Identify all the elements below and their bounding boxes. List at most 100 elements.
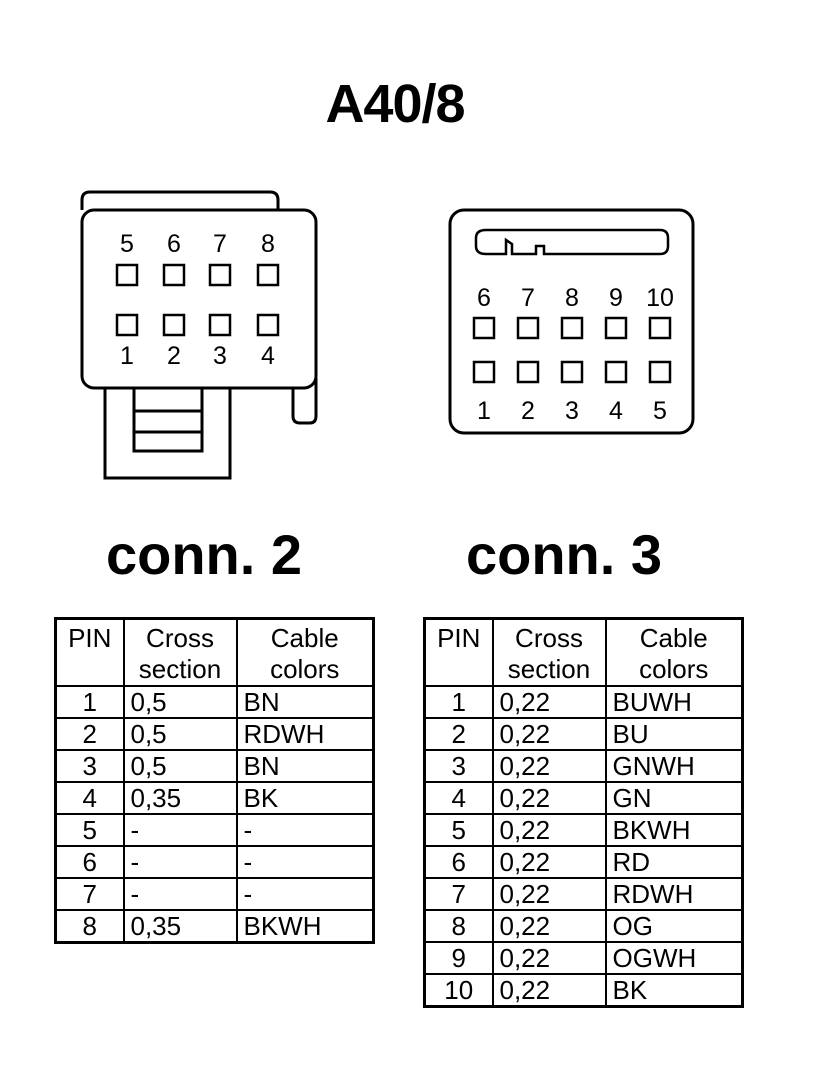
column-header-text: Cable	[639, 623, 708, 653]
cable-color-cell: RDWH	[235, 717, 375, 751]
column-header-text: PIN	[437, 623, 481, 653]
pin-number-label: 8	[565, 284, 579, 312]
cable-color-cell: BK	[604, 973, 744, 1008]
cross-section-cell: -	[122, 813, 238, 847]
pin-number-cell: 9	[423, 941, 494, 975]
cable-color-cell: -	[235, 845, 375, 879]
cross-section-cell: 0,5	[122, 717, 238, 751]
table-row: 7--	[54, 877, 375, 911]
cross-section-cell: -	[122, 845, 238, 879]
pin-cavity	[472, 360, 496, 384]
cable-color-cell: RDWH	[604, 877, 744, 911]
pin-number-cell: 7	[423, 877, 494, 911]
cable-color-cell: -	[235, 877, 375, 911]
pin-number-cell: 3	[423, 749, 494, 783]
cable-color-cell: RD	[604, 845, 744, 879]
cable-color-cell: GNWH	[604, 749, 744, 783]
pin-cavity	[516, 316, 540, 340]
column-header-text: Cross	[146, 623, 214, 653]
column-header-text: PIN	[68, 623, 112, 653]
cross-section-cell: 0,5	[122, 749, 238, 783]
pin-number-label: 5	[120, 230, 134, 258]
pin-cavity	[162, 263, 186, 287]
pin-cavity	[472, 316, 496, 340]
pin-cavity	[208, 313, 232, 337]
pin-number-label: 1	[120, 342, 134, 370]
cross-section-cell: 0,22	[491, 909, 607, 943]
pin-number-label: 3	[565, 397, 579, 425]
pin-number-cell: 6	[54, 845, 125, 879]
cable-color-cell: BKWH	[604, 813, 744, 847]
cross-section-cell: -	[122, 877, 238, 911]
cross-section-cell: 0,22	[491, 717, 607, 751]
cross-section-cell: 0,22	[491, 781, 607, 815]
pin-number-label: 4	[261, 342, 275, 370]
pin-number-cell: 2	[54, 717, 125, 751]
cable-color-cell: BUWH	[604, 685, 744, 719]
pin-cavity	[648, 316, 672, 340]
cross-section-cell: 0,22	[491, 813, 607, 847]
pin-number-label: 3	[213, 342, 227, 370]
cross-section-cell: 0,22	[491, 749, 607, 783]
pin-cavity	[560, 316, 584, 340]
column-header-text: section	[507, 654, 591, 684]
cable-color-cell: OGWH	[604, 941, 744, 975]
pin-number-cell: 8	[54, 909, 125, 944]
cable-color-cell: OG	[604, 909, 744, 943]
pin-number-cell: 5	[54, 813, 125, 847]
pin-cavity	[604, 360, 628, 384]
pin-number-cell: 3	[54, 749, 125, 783]
connector-3-body	[448, 208, 695, 435]
cross-section-cell: 0,22	[491, 941, 607, 975]
cross-section-cell: 0,22	[491, 877, 607, 911]
pin-number-label: 2	[521, 397, 535, 425]
pin-cavity	[115, 263, 139, 287]
pin-number-label: 7	[213, 230, 227, 258]
pin-number-cell: 5	[423, 813, 494, 847]
cable-color-cell: -	[235, 813, 375, 847]
column-header-text: colors	[639, 654, 709, 684]
column-header-text: section	[138, 654, 222, 684]
pin-number-label: 4	[609, 397, 623, 425]
connector-2-back-shell	[80, 190, 280, 212]
connector-2-lead	[103, 388, 232, 480]
cross-section-cell: 0,22	[491, 845, 607, 879]
column-header-pin: PIN	[423, 617, 494, 687]
pin-number-label: 7	[521, 284, 535, 312]
column-header-text: colors	[270, 654, 340, 684]
cable-color-cell: BK	[235, 781, 375, 815]
cable-color-cell: BU	[604, 717, 744, 751]
column-header-text: Cross	[515, 623, 583, 653]
pin-number-cell: 1	[423, 685, 494, 719]
pin-number-label: 6	[167, 230, 181, 258]
pin-number-label: 6	[477, 284, 491, 312]
pin-cavity	[256, 263, 280, 287]
cross-section-cell: 0,35	[122, 781, 238, 815]
cross-section-cell: 0,35	[122, 909, 238, 944]
table-row: 5--	[54, 813, 375, 847]
column-header-text: Cable	[270, 623, 339, 653]
cross-section-cell: 0,22	[491, 973, 607, 1008]
page-title: A40/8	[325, 74, 465, 134]
pin-number-cell: 7	[54, 877, 125, 911]
pin-number-cell: 6	[423, 845, 494, 879]
column-header-pin: PIN	[54, 617, 125, 687]
pin-number-label: 5	[653, 397, 667, 425]
cable-color-cell: BN	[235, 685, 375, 719]
